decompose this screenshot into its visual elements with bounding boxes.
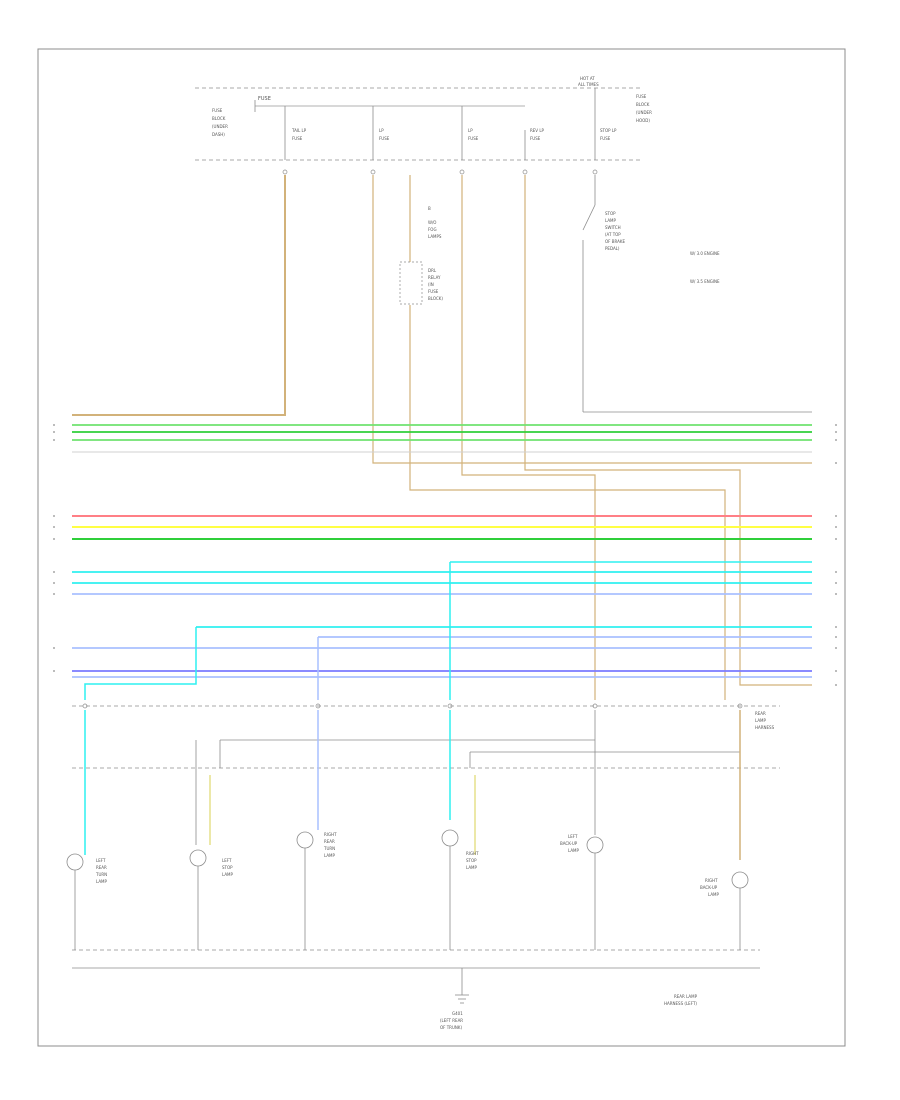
svg-text:LEFT: LEFT [96,858,106,863]
svg-text:STOP: STOP [222,865,233,870]
lamp-labels: LEFT REAR TURN LAMP LEFT STOP LAMP RIGHT… [95,711,775,897]
svg-text:OF BRAKE: OF BRAKE [605,239,625,244]
svg-text:FUSE: FUSE [636,94,647,99]
svg-text:FUSE: FUSE [212,108,223,113]
svg-text:TURN: TURN [323,846,335,851]
branch-drops [84,561,812,700]
svg-text:LAMP: LAMP [324,853,336,858]
svg-text:RIGHT: RIGHT [466,851,479,856]
svg-text:BACK-UP: BACK-UP [700,885,718,890]
diagram-frame [37,48,846,1047]
svg-text:(AT TOP: (AT TOP [605,232,621,237]
svg-text:ALL TIMES: ALL TIMES [578,82,599,87]
top-connectors [282,169,598,175]
ground-labels: G401 (LEFT REAR OF TRUNK) REAR LAMP HARN… [440,994,698,1030]
svg-text:SWITCH: SWITCH [605,225,621,230]
svg-text:FUSE: FUSE [258,96,271,102]
svg-text:STOP: STOP [605,211,616,216]
svg-text:BACK-UP: BACK-UP [560,841,578,846]
svg-text:LAMP: LAMP [605,218,617,223]
svg-text:DRL: DRL [428,268,437,273]
svg-text:FUSE: FUSE [600,136,611,141]
svg-text:FUSE: FUSE [379,136,390,141]
svg-text:(UNDER: (UNDER [212,124,228,129]
lower-connector-pins [82,703,743,709]
svg-text:STOP: STOP [466,858,477,863]
svg-text:REAR: REAR [324,839,335,844]
svg-text:FUSE: FUSE [468,136,479,141]
svg-text:W/ 3.0 ENGINE: W/ 3.0 ENGINE [690,251,720,256]
stop-switch-labels: STOP LAMP SWITCH (AT TOP OF BRAKE PEDAL)… [605,211,720,284]
svg-text:LAMP: LAMP [755,718,767,723]
svg-text:LEFT: LEFT [222,858,232,863]
svg-text:W/ 3.5 ENGINE: W/ 3.5 ENGINE [690,279,720,284]
svg-text:LAMP: LAMP [708,892,720,897]
svg-text:TAIL LP: TAIL LP [291,128,307,133]
svg-text:BLOCK: BLOCK [212,116,226,121]
svg-text:PEDAL): PEDAL) [605,246,620,251]
lamp-symbols [66,829,749,889]
svg-text:HARNESS: HARNESS [755,725,775,730]
svg-text:G401: G401 [452,1011,463,1016]
svg-text:REAR LAMP: REAR LAMP [674,994,698,999]
svg-text:(UNDER: (UNDER [636,110,652,115]
lower-connector-row [72,705,780,769]
svg-text:LEFT: LEFT [568,834,578,839]
svg-text:HOOD): HOOD) [636,118,650,123]
svg-text:FUSE: FUSE [530,136,541,141]
fuse-labels: FUSE FUSE BLOCK (UNDER DASH) TAIL LP FUS… [212,76,652,141]
fuse-block-top [195,87,640,161]
relay-labels: B W/O FOG LAMPS DRL RELAY (IN FUSE BLOCK… [428,206,443,301]
wire-endcaps [53,424,837,686]
top-wire-tan-1 [72,175,286,416]
svg-text:REV LP: REV LP [530,128,545,133]
bus-group-1 [72,424,812,453]
relay-box [399,261,423,305]
svg-text:(IN: (IN [428,282,434,287]
svg-text:B: B [428,206,431,211]
svg-text:LAMPS: LAMPS [428,234,442,239]
svg-text:FUSE: FUSE [292,136,303,141]
svg-text:LP: LP [379,128,384,133]
stop-switch [582,175,812,413]
svg-text:STOP LP: STOP LP [600,128,617,133]
svg-text:W/O: W/O [428,220,436,225]
svg-text:RIGHT: RIGHT [705,878,718,883]
ground-returns [72,846,760,1004]
svg-text:BLOCK): BLOCK) [428,296,443,301]
bus-group-2 [72,515,812,540]
svg-text:LAMP: LAMP [96,879,108,884]
svg-text:FUSE: FUSE [428,289,439,294]
svg-text:LAMP: LAMP [466,865,478,870]
svg-text:TURN: TURN [95,872,107,877]
svg-text:REAR: REAR [96,865,107,870]
bus-group-3 [72,571,812,595]
svg-text:HARNESS (LEFT): HARNESS (LEFT) [664,1001,697,1006]
lamp-feed-wires [84,710,741,860]
svg-text:OF TRUNK): OF TRUNK) [440,1025,462,1030]
svg-text:RIGHT: RIGHT [324,832,337,837]
svg-text:REAR: REAR [755,711,766,716]
svg-text:LAMP: LAMP [222,872,234,877]
svg-text:LP: LP [468,128,473,133]
svg-text:BLOCK: BLOCK [636,102,650,107]
svg-text:DASH): DASH) [212,132,225,137]
svg-text:RELAY: RELAY [428,275,441,280]
svg-text:HOT AT: HOT AT [580,76,595,81]
svg-text:(LEFT REAR: (LEFT REAR [440,1018,463,1023]
svg-text:LAMP: LAMP [568,848,580,853]
svg-text:FOG: FOG [428,227,437,232]
top-wire-tan-2 [372,175,812,700]
bus-group-4 [72,626,812,678]
